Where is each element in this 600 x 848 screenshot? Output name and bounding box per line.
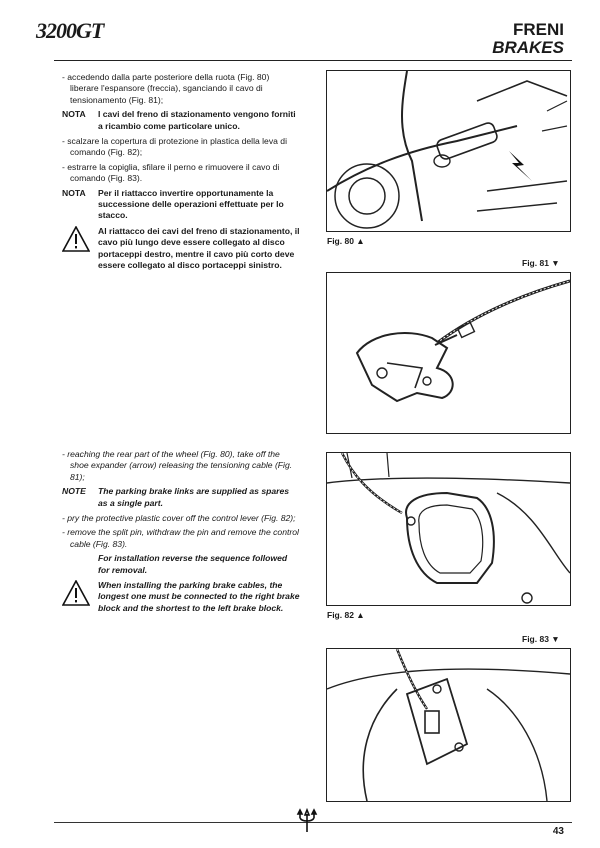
english-reverse-note: For installation reverse the sequence fo… [98, 553, 288, 575]
italian-step-1: - accedendo dalla parte posteriore della… [62, 72, 270, 105]
italian-warning: Al riattacco dei cavi del freno di stazi… [61, 225, 300, 272]
figure-80-image [326, 70, 571, 232]
page-number: 43 [552, 826, 564, 837]
note-text: Per il riattacco invertire opportunament… [98, 187, 284, 221]
warning-text: When installing the parking brake cables… [98, 580, 300, 613]
italian-step-3: - estrarre la copiglia, sfilare il perno… [62, 161, 280, 184]
figure-82-caption: Fig. 82 ▲ [327, 610, 365, 620]
note-text: The parking brake links are supplied as … [98, 486, 290, 508]
figure-83-image [326, 648, 571, 802]
note-label: NOTE [62, 486, 86, 497]
warning-text: Al riattacco dei cavi del freno di stazi… [98, 225, 300, 271]
italian-note-1: NOTA I cavi del freno di stazionamento v… [62, 109, 300, 132]
english-note-1: NOTE The parking brake links are supplie… [62, 486, 300, 509]
english-instructions: - reaching the rear part of the wheel (F… [61, 449, 300, 618]
italian-step-2: - scalzare la copertura di protezione in… [62, 136, 287, 158]
note-label: NOTA [62, 109, 86, 120]
english-step-1: - reaching the rear part of the wheel (F… [62, 449, 293, 482]
italian-note-2: NOTA Per il riattacco invertire opportun… [62, 188, 300, 222]
warning-triangle-icon [61, 579, 98, 614]
figure-83-caption: Fig. 83 ▼ [522, 634, 560, 644]
figure-80-caption: Fig. 80 ▲ [327, 236, 365, 246]
note-label: NOTA [62, 187, 86, 198]
maserati-trident-icon [296, 807, 318, 837]
maserati-3200gt-logo: 3200GT [36, 18, 104, 43]
figure-81-caption: Fig. 81 ▼ [522, 258, 560, 268]
footer-rule [54, 822, 572, 823]
note-text: I cavi del freno di stazionamento vengon… [98, 109, 296, 131]
english-step-3: - remove the split pin, withdraw the pin… [62, 527, 299, 549]
header-rule [54, 60, 572, 61]
figure-81-image [326, 272, 571, 434]
english-step-2: - pry the protective plastic cover off t… [62, 513, 296, 524]
english-warning: When installing the parking brake cables… [61, 579, 300, 614]
section-title-english: BRAKES [492, 38, 564, 57]
italian-instructions: - accedendo dalla parte posteriore della… [61, 72, 300, 276]
arrow-icon [509, 151, 532, 181]
section-title-italian: FRENI [513, 20, 564, 39]
figure-82-image [326, 452, 571, 606]
warning-triangle-icon [61, 225, 98, 272]
